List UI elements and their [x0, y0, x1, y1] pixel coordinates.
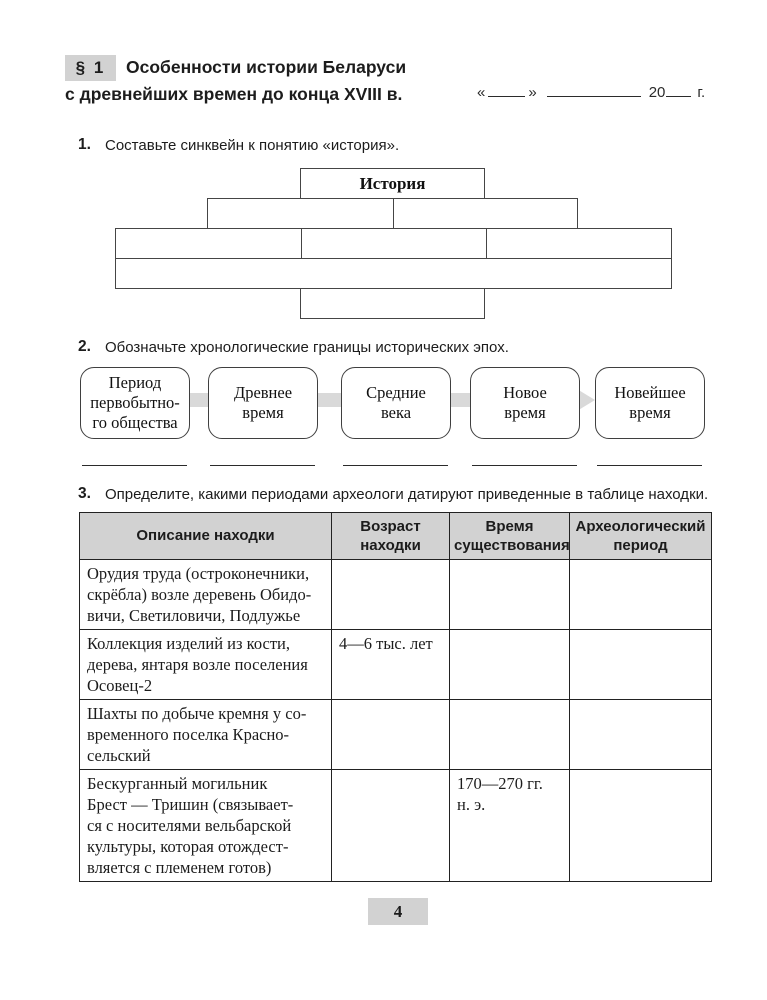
task2-instruction: Обозначьте хронологические границы истор… [105, 339, 509, 356]
date-day-blank[interactable] [488, 85, 526, 97]
task1-number: 1. [78, 136, 91, 153]
col-header-age: Возраст находки [331, 512, 450, 560]
epoch-answer-blank-1[interactable] [82, 452, 187, 466]
period-answer-cell[interactable] [569, 629, 712, 700]
period-answer-cell[interactable] [569, 699, 712, 770]
cinquain-topic-label: История [359, 173, 426, 193]
age-answer-cell[interactable] [331, 559, 450, 630]
date-year-blank[interactable] [666, 85, 692, 97]
table-row: Орудия труда (остроконечники, скрёбла) в… [79, 559, 712, 630]
cinquain-row5-box[interactable] [300, 288, 485, 319]
cinquain-row2-boxes[interactable] [207, 198, 578, 229]
time-value-cell: 170—270 гг. н. э. [449, 769, 570, 882]
finds-table: Описание находки Возраст находки Время с… [79, 512, 712, 882]
epoch-answer-blank-2[interactable] [210, 452, 315, 466]
date-open-quote: « [477, 84, 486, 101]
age-answer-cell[interactable] [331, 699, 450, 770]
find-description: Коллекция изделий из кости, дерева, янта… [79, 629, 332, 700]
age-answer-cell[interactable] [331, 769, 450, 882]
date-month-blank[interactable] [546, 85, 641, 97]
cinquain-row3-divider2 [486, 229, 487, 258]
page-title-line2: с древнейших времен до конца XVIII в. [65, 84, 403, 104]
find-description: Шахты по добыче кремня у со- временного … [79, 699, 332, 770]
epoch-answer-blank-5[interactable] [597, 452, 702, 466]
epoch-box-newest-time: Новейшее время [595, 367, 705, 439]
paragraph-badge: § 1 [65, 55, 116, 81]
cinquain-row3-divider1 [301, 229, 302, 258]
col-header-period: Археологический период [569, 512, 712, 560]
date-fill-in-line: « » 20 г. [477, 84, 705, 101]
finds-table-header-row: Описание находки Возраст находки Время с… [79, 512, 712, 560]
cinquain-row4-box[interactable] [115, 258, 672, 289]
task3-number: 3. [78, 485, 91, 502]
date-year-prefix: 20 [648, 84, 666, 101]
task2-number: 2. [78, 338, 91, 355]
cinquain-topic-box: История [300, 168, 485, 199]
period-answer-cell[interactable] [569, 559, 712, 630]
task1-instruction: Составьте синквейн к понятию «история». [105, 137, 400, 154]
time-answer-cell[interactable] [449, 699, 570, 770]
epoch-answer-blank-4[interactable] [472, 452, 577, 466]
epoch-answer-blank-3[interactable] [343, 452, 448, 466]
table-row: Бескурганный могильник Брест — Тришин (с… [79, 769, 712, 882]
period-answer-cell[interactable] [569, 769, 712, 882]
time-answer-cell[interactable] [449, 559, 570, 630]
table-row: Шахты по добыче кремня у со- временного … [79, 699, 712, 770]
epoch-box-new-time: Новое время [470, 367, 580, 439]
col-header-time: Время существования [449, 512, 570, 560]
epoch-box-primitive-society: Период первобытно- го общества [80, 367, 190, 439]
page-number: 4 [368, 898, 428, 925]
task3-instruction: Определите, какими периодами археологи д… [105, 486, 709, 503]
date-suffix: г. [697, 84, 706, 101]
age-value-cell: 4—6 тыс. лет [331, 629, 450, 700]
col-header-description: Описание находки [79, 512, 332, 560]
cinquain-row3-boxes[interactable] [115, 228, 672, 259]
page-title-line1: Особенности истории Беларуси [126, 57, 407, 77]
table-row: Коллекция изделий из кости, дерева, янта… [79, 629, 712, 700]
date-close-quote: » [528, 84, 537, 101]
find-description: Орудия труда (остроконечники, скрёбла) в… [79, 559, 332, 630]
epoch-box-middle-ages: Средние века [341, 367, 451, 439]
time-answer-cell[interactable] [449, 629, 570, 700]
cinquain-row2-divider [392, 199, 394, 228]
epoch-box-ancient-time: Древнее время [208, 367, 318, 439]
find-description: Бескурганный могильник Брест — Тришин (с… [79, 769, 332, 882]
